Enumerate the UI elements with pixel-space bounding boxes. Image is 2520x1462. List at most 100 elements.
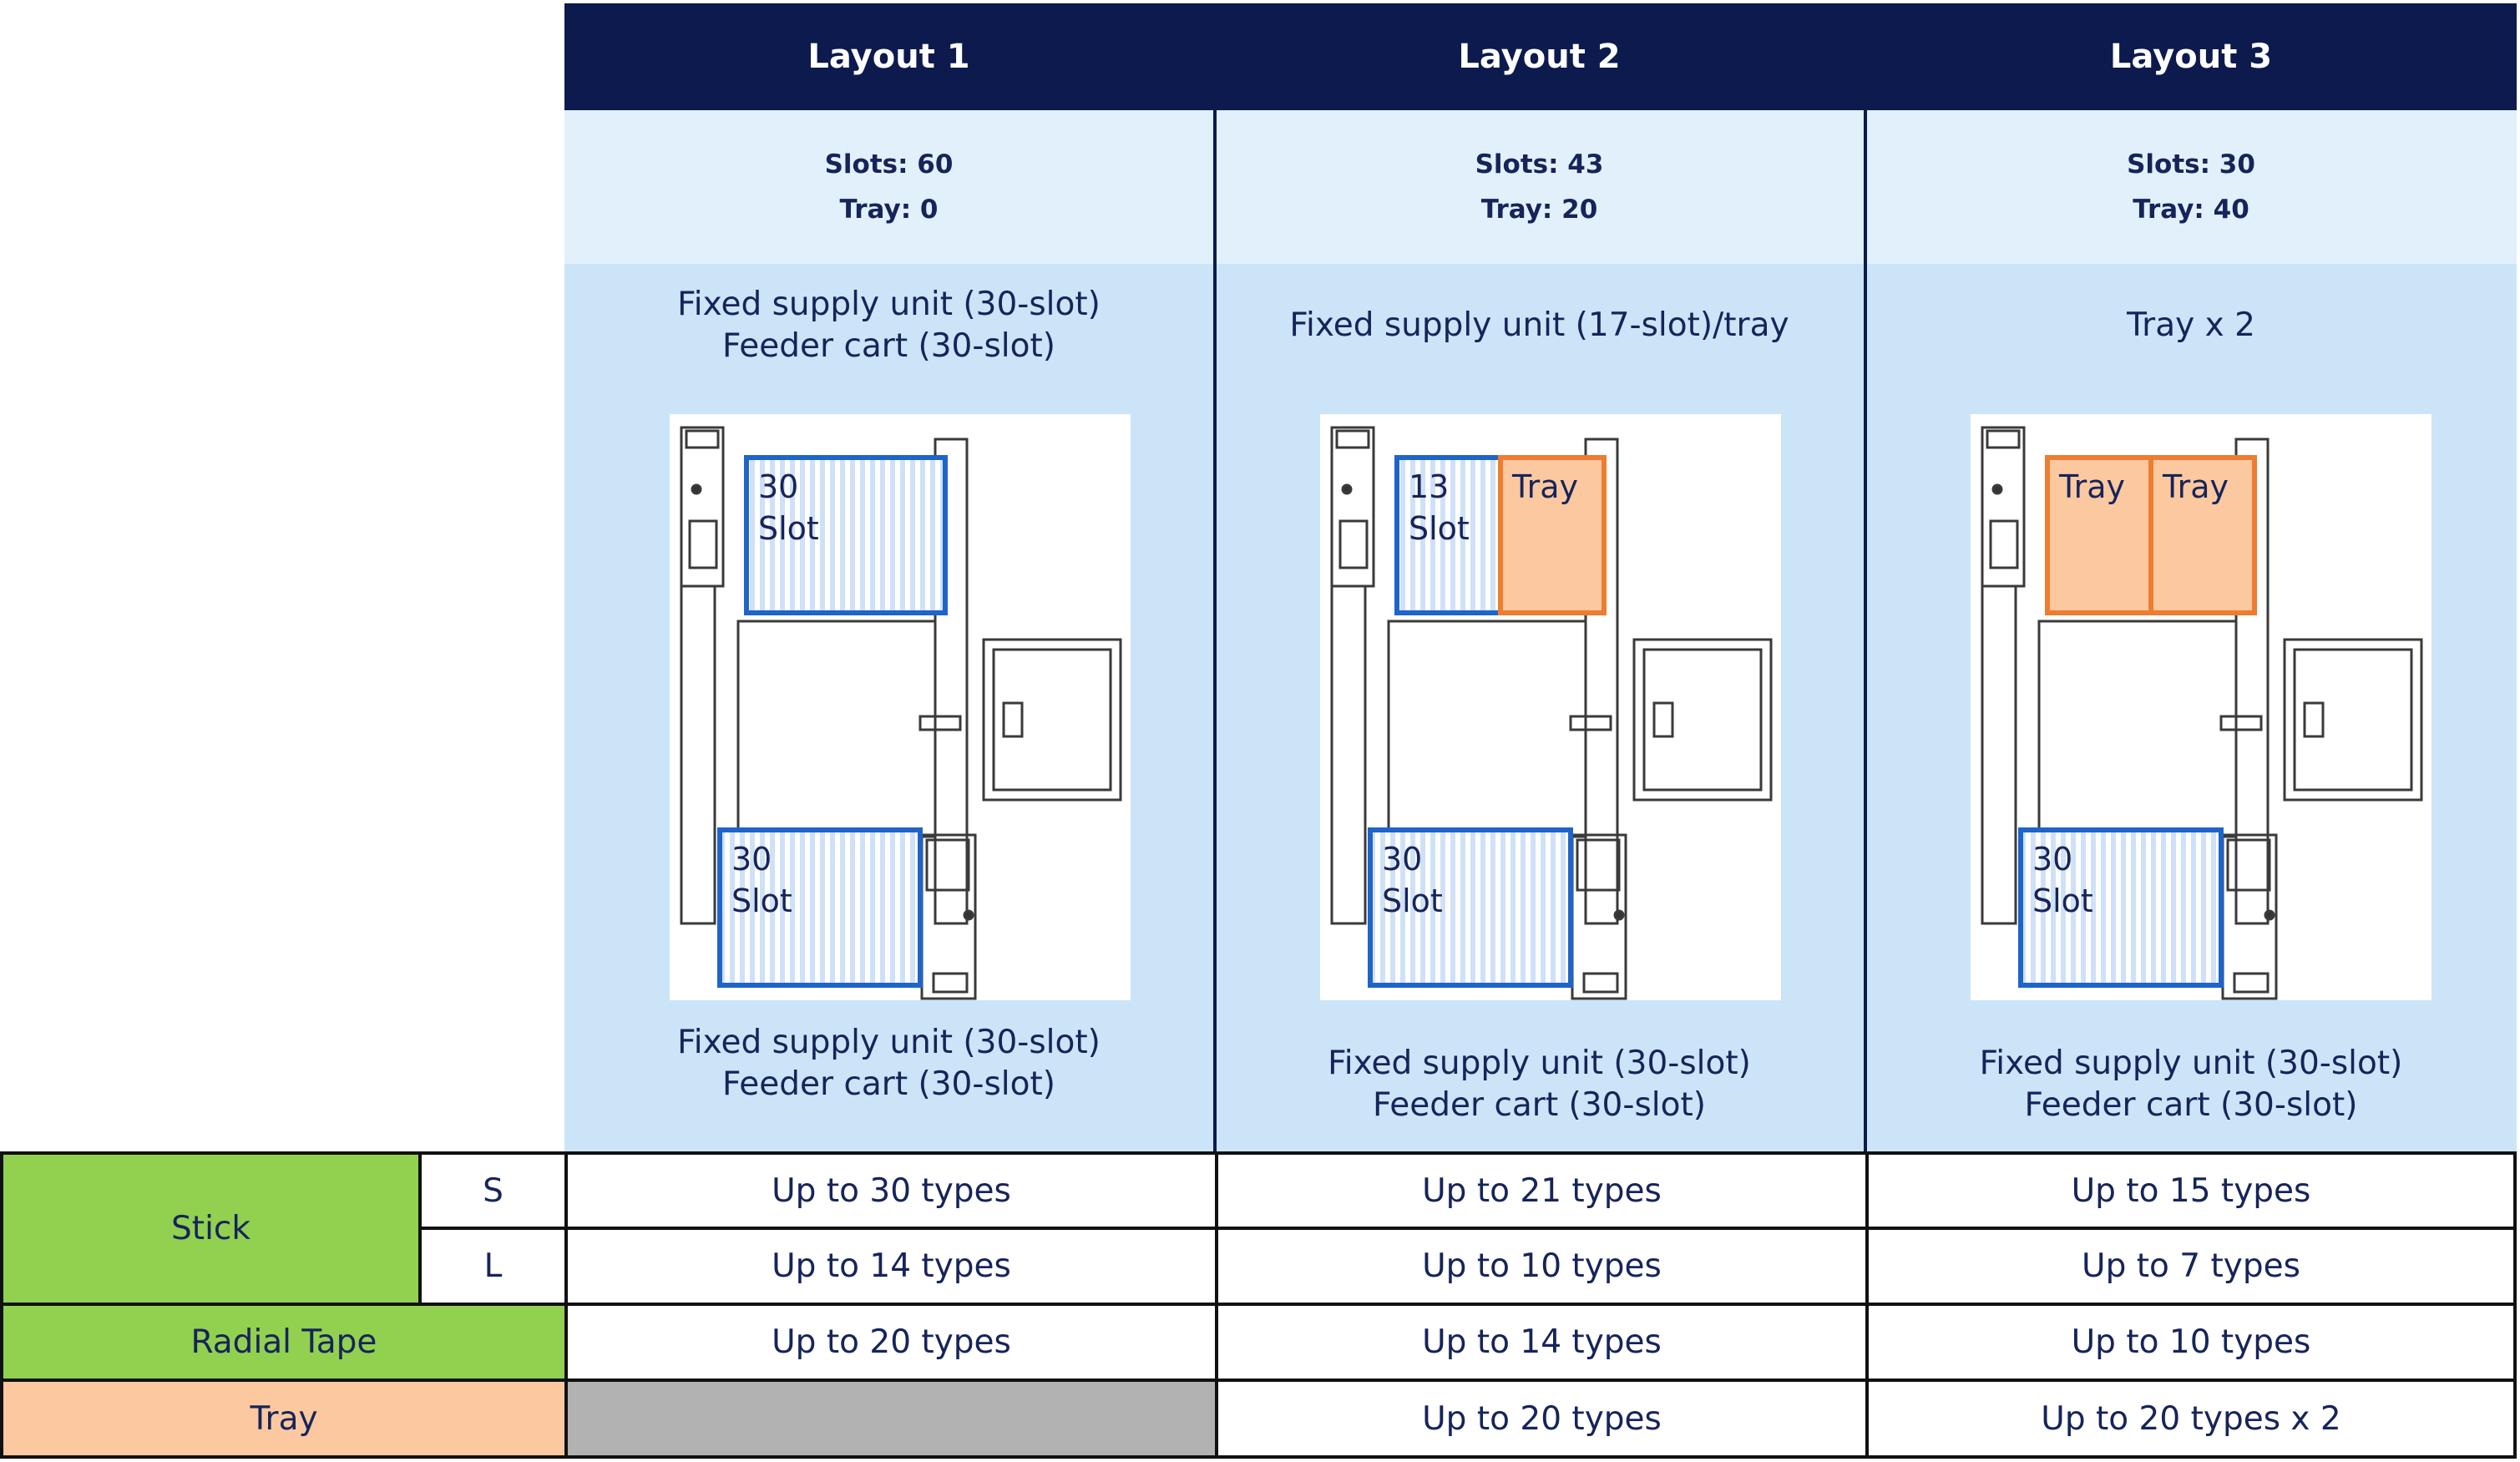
table-cell: Up to 30 types: [564, 1151, 1218, 1230]
slot-count-label: 30: [758, 468, 798, 505]
side-cabinet: [1632, 638, 1773, 802]
table-cell: Up to 7 types: [1865, 1227, 2517, 1306]
slot-block: [2018, 827, 2224, 988]
column-divider: [1864, 3, 1867, 1152]
machine-body: [2037, 620, 2238, 838]
handle: [1652, 701, 1674, 738]
slots-count: Slots: 60: [824, 149, 954, 180]
table-cell: Up to 20 types: [564, 1303, 1218, 1382]
frame-dot: [1341, 483, 1353, 495]
bottom-desc-line: Feeder cart (30-slot): [722, 1065, 1055, 1103]
table-cell: Up to 20 types: [1215, 1379, 1869, 1459]
slot-block: [744, 455, 948, 615]
tray-block: [1498, 455, 1607, 615]
tray-count: Tray: 20: [1480, 195, 1598, 225]
frame-part: [2219, 715, 2263, 731]
frame-dot: [1613, 909, 1625, 921]
machine-body: [736, 620, 937, 838]
frame-part: [1338, 519, 1369, 569]
table-cell: Up to 10 types: [1215, 1227, 1869, 1306]
handle: [1002, 701, 1024, 738]
frame-part: [918, 715, 962, 731]
table-cell: Up to 20 types x 2: [1865, 1379, 2517, 1459]
top-description: Tray x 2: [1865, 305, 2517, 347]
frame-part: [1981, 584, 2017, 925]
frame-part: [932, 972, 969, 994]
row-subheader-s: S: [418, 1151, 568, 1230]
tray-block: [2148, 455, 2257, 615]
bottom-description: Fixed supply unit (30-slot) Feeder cart …: [1865, 1043, 2517, 1126]
frame-part: [2234, 438, 2270, 925]
side-cabinet-inner: [992, 648, 1112, 792]
frame-dot: [963, 909, 974, 921]
slots-count: Slots: 30: [2127, 149, 2255, 180]
layout-1-header: Layout 1: [564, 3, 1213, 110]
column-divider: [1213, 3, 1217, 1152]
frame-part: [1986, 429, 2021, 449]
bottom-description: Fixed supply unit (30-slot) Feeder cart …: [1215, 1043, 1864, 1126]
side-cabinet-inner: [2293, 648, 2413, 792]
slot-block: [717, 827, 923, 988]
tray-label: Tray: [2058, 468, 2125, 505]
frame-part: [2226, 838, 2271, 892]
top-desc-line: Fixed supply unit (30-slot): [677, 286, 1101, 323]
bottom-desc-line: Fixed supply unit (30-slot): [1328, 1045, 1751, 1082]
frame-part: [1330, 584, 1367, 925]
frame-part: [1989, 519, 2019, 569]
row-header-stick: Stick: [0, 1151, 422, 1306]
tray-count: Tray: 40: [2133, 195, 2249, 225]
slots-count: Slots: 43: [1475, 149, 1604, 180]
table-cell: Up to 14 types: [1215, 1303, 1869, 1382]
slot-unit-label: Slot: [2032, 883, 2093, 919]
row-header-radial-tape: Radial Tape: [0, 1303, 568, 1382]
table-cell: Up to 15 types: [1865, 1151, 2517, 1230]
layout-1-counts: Slots: 60 Tray: 0: [564, 110, 1213, 264]
bottom-desc-line: Fixed supply unit (30-slot): [677, 1024, 1101, 1061]
frame-part: [1584, 438, 1619, 925]
top-desc-line: Feeder cart (30-slot): [722, 327, 1055, 365]
frame-dot: [691, 483, 702, 495]
top-description: Fixed supply unit (17-slot)/tray: [1215, 305, 1864, 347]
side-cabinet: [2283, 638, 2423, 802]
frame-dot: [2264, 909, 2275, 921]
slot-unit-label: Slot: [1409, 510, 1470, 547]
side-cabinet: [982, 638, 1122, 802]
top-desc-line: Fixed supply unit (17-slot)/tray: [1289, 306, 1789, 344]
slot-unit-label: Slot: [1382, 883, 1443, 919]
layout-2-header: Layout 2: [1215, 3, 1864, 110]
layout-3-header: Layout 3: [1865, 3, 2517, 110]
top-desc-line: Tray x 2: [2127, 306, 2255, 344]
frame-part: [1582, 972, 1619, 994]
table-cell: Up to 14 types: [564, 1227, 1218, 1306]
table-cell-not-applicable: [564, 1379, 1218, 1459]
slot-count-label: 13: [1409, 468, 1449, 505]
frame-part: [688, 519, 718, 569]
frame-part: [680, 584, 716, 925]
slot-unit-label: Slot: [731, 883, 792, 919]
machine-body: [1387, 620, 1587, 838]
frame-part: [934, 438, 969, 925]
bottom-desc-line: Feeder cart (30-slot): [2024, 1086, 2358, 1124]
frame-part: [1335, 429, 1370, 449]
frame-dot: [1991, 483, 2003, 495]
frame-part: [685, 429, 720, 449]
slot-unit-label: Slot: [758, 510, 819, 547]
table-cell: Up to 21 types: [1215, 1151, 1869, 1230]
layout-3-counts: Slots: 30 Tray: 40: [1865, 110, 2517, 264]
slot-block: [1368, 827, 1573, 988]
layout-1-panel: Fixed supply unit (30-slot) Feeder cart …: [564, 264, 1213, 1152]
frame-part: [1569, 715, 1612, 731]
bottom-description: Fixed supply unit (30-slot) Feeder cart …: [564, 1022, 1213, 1105]
layout-2-counts: Slots: 43 Tray: 20: [1215, 110, 1864, 264]
table-cell: Up to 10 types: [1865, 1303, 2517, 1382]
tray-count: Tray: 0: [839, 195, 939, 225]
slot-block: [1394, 455, 1503, 615]
frame-part: [2233, 972, 2270, 994]
